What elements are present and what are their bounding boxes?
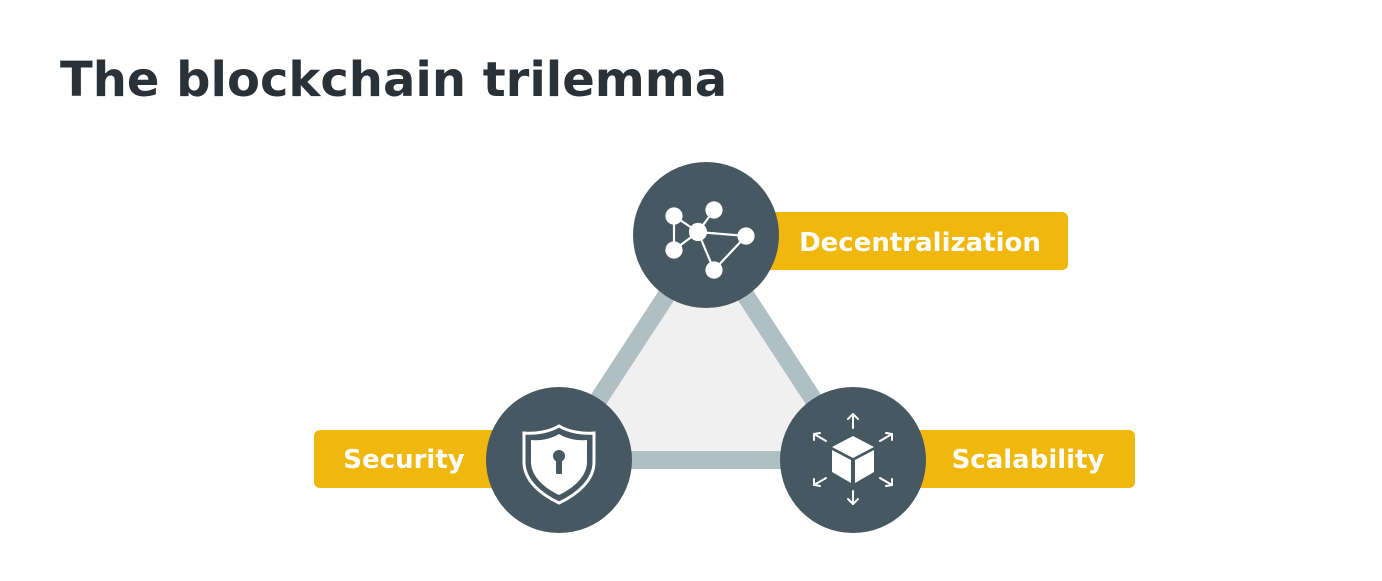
label-security-text: Security [343, 445, 464, 475]
node-scalability-circle [780, 387, 926, 533]
label-scalability: Scalability [880, 430, 1135, 488]
node-decentralization [633, 162, 779, 308]
label-decentralization: Decentralization [740, 212, 1068, 270]
label-decentralization-bg [740, 212, 1068, 270]
label-scalability-text: Scalability [952, 445, 1105, 475]
expanding-cube-icon [813, 413, 893, 505]
shield-keyhole-icon [522, 424, 596, 505]
label-decentralization-text: Decentralization [799, 228, 1041, 258]
page-title: The blockchain trilemma [60, 52, 728, 108]
node-scalability [780, 387, 926, 533]
node-security [486, 387, 632, 533]
label-scalability-bg [880, 430, 1135, 488]
network-icon [665, 201, 755, 279]
trilemma-triangle [550, 226, 862, 469]
